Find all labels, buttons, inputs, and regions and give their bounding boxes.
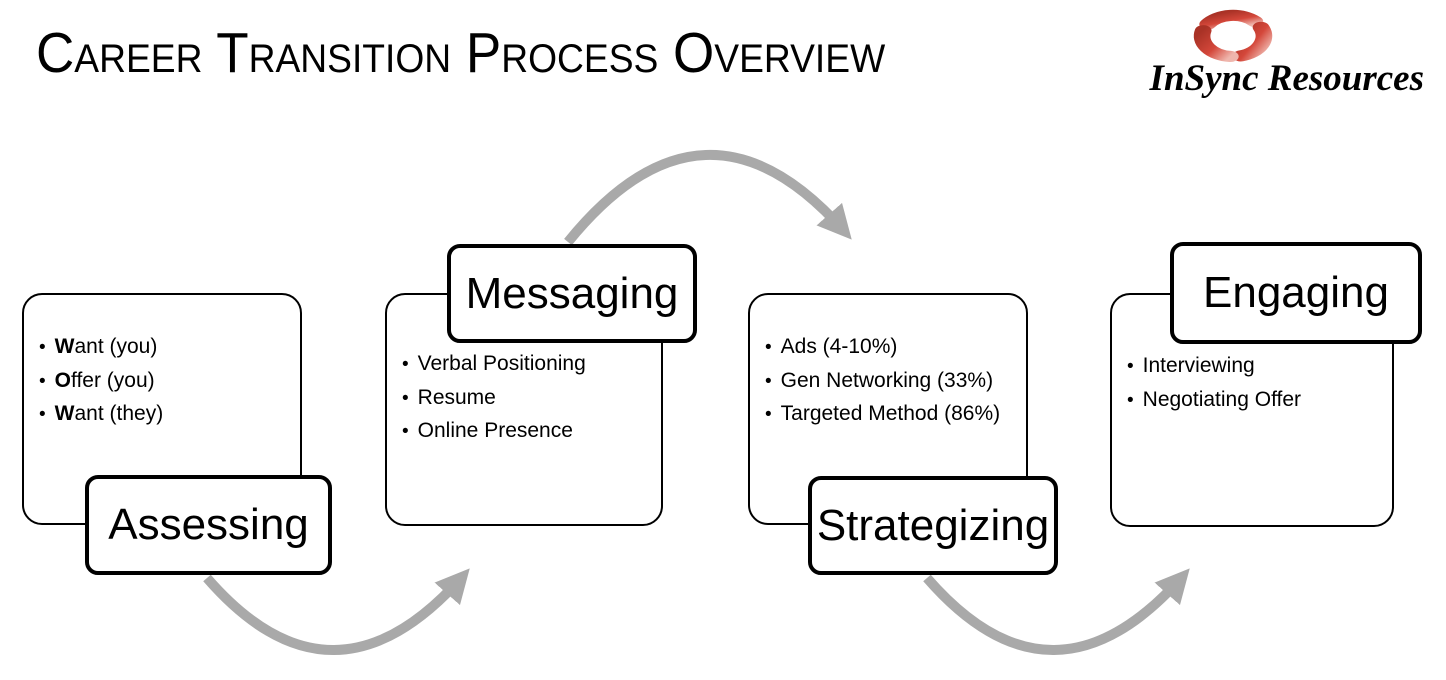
bullet-list: •Ads (4-10%) •Gen Networking (33%) •Target… bbox=[750, 295, 1026, 432]
stage-engaging-label: Engaging bbox=[1170, 242, 1422, 344]
bullet-item: •Targeted Method (86%) bbox=[765, 402, 1001, 425]
flow-arrow-messaging-to-strategizing-icon bbox=[564, 150, 852, 246]
bullet-list: •Interviewing •Negotiating Offer bbox=[1112, 295, 1392, 417]
flow-arrow-assessing-to-messaging-icon bbox=[203, 568, 470, 655]
logo-text: InSync Resources bbox=[1149, 58, 1424, 99]
bullet-item: •Want (they) bbox=[39, 402, 164, 425]
bullet-item: •Resume bbox=[402, 385, 496, 409]
bullet-item: •Online Presence bbox=[402, 419, 573, 442]
stage-strategizing-label: Strategizing bbox=[808, 476, 1058, 575]
logo: InSync Resources bbox=[1146, 4, 1426, 104]
bullet-list: •Verbal Positioning •Resume •Online Presen… bbox=[387, 295, 661, 449]
page-title: Career Transition Process Overview bbox=[36, 21, 886, 85]
bullet-list: •Want (you) •Offer (you) •Want (they) bbox=[24, 295, 300, 432]
stage-messaging-label: Messaging bbox=[447, 244, 697, 343]
bullet-item: •Ads (4-10%) bbox=[765, 335, 898, 358]
logo-swirl-icon bbox=[1193, 9, 1273, 63]
stage-label-text: Engaging bbox=[1203, 268, 1389, 317]
bullet-item: •Want (you) bbox=[39, 335, 158, 358]
bullet-item: •Interviewing bbox=[1127, 354, 1255, 377]
bullet-item: •Offer (you) bbox=[39, 368, 155, 392]
stage-label-text: Messaging bbox=[465, 268, 679, 318]
bullet-item: •Verbal Positioning bbox=[402, 352, 586, 375]
flow-arrow-strategizing-to-engaging-icon bbox=[923, 568, 1190, 655]
bullet-item: •Negotiating Offer bbox=[1127, 387, 1302, 411]
bullet-item: •Gen Networking (33%) bbox=[765, 368, 994, 392]
stage-assessing-label: Assessing bbox=[85, 475, 332, 575]
stage-label-text: Strategizing bbox=[816, 500, 1050, 550]
stage-label-text: Assessing bbox=[108, 500, 309, 549]
